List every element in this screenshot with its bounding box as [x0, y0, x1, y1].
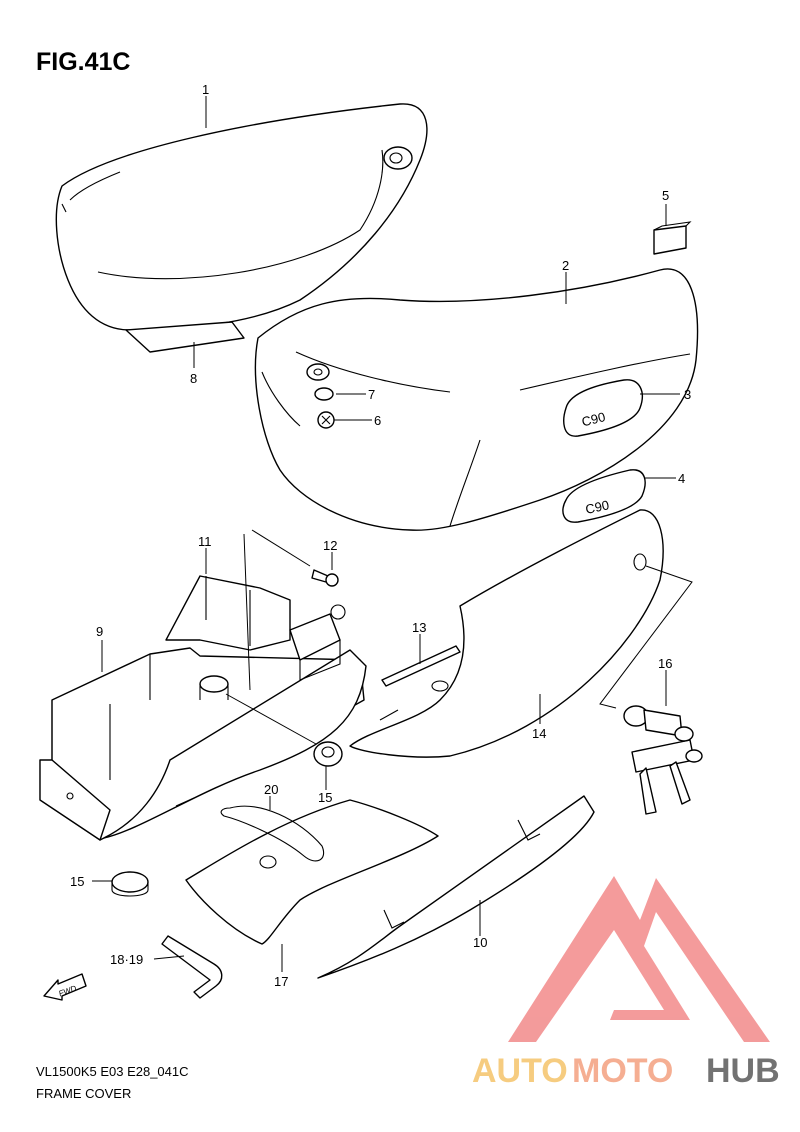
callout-15-lower: 15	[70, 874, 84, 889]
tray-pin	[199, 675, 229, 700]
emblem-lower-text: C90	[584, 497, 610, 517]
figure-title: FIG.41C	[36, 48, 131, 76]
callout-12: 12	[323, 538, 337, 553]
figure-name: FRAME COVER	[36, 1086, 132, 1101]
part-7-grommet	[306, 363, 330, 381]
callout-8: 8	[190, 371, 197, 386]
automotohub-watermark-logo: AUTO MOTO HUB	[472, 876, 780, 1090]
callout-4: 4	[678, 471, 685, 486]
callout-7: 7	[368, 387, 375, 402]
part-1-left-frame-cover	[55, 103, 428, 331]
callout-6: 6	[374, 413, 381, 428]
part-7-washer	[314, 387, 334, 401]
emblem-upper-text: C90	[580, 409, 607, 429]
callout-2: 2	[562, 258, 569, 273]
callout-9: 9	[96, 624, 103, 639]
part-14-lower-cover	[349, 509, 664, 758]
part-5-cushion-block	[653, 221, 692, 255]
part-16-lock-set	[623, 705, 703, 815]
part-6-screw	[317, 411, 335, 429]
part-12-bolt	[311, 569, 339, 587]
callout-16: 16	[658, 656, 672, 671]
part-15-grommet-upper	[313, 741, 343, 767]
part-10-side-rail	[317, 795, 595, 979]
part-11-bracket	[165, 575, 291, 651]
callout-20: 20	[264, 782, 278, 797]
callouts: 1 2 3 4 5 6 7 8 9 10 11 12 13 14 15 15 1…	[70, 82, 691, 989]
callout-10: 10	[473, 935, 487, 950]
watermark-auto: AUTO	[472, 1052, 568, 1090]
part-17-tool-bag	[185, 799, 439, 945]
part-4-emblem-lower: C90	[562, 469, 646, 523]
watermark-hub: HUB	[706, 1052, 780, 1090]
callout-3: 3	[684, 387, 691, 402]
part-13-strip	[381, 645, 461, 687]
callout-13: 13	[412, 620, 426, 635]
callout-15-upper: 15	[318, 790, 332, 805]
tray-rail	[103, 649, 367, 839]
part-3-emblem-upper: C90	[563, 379, 643, 437]
callout-17: 17	[274, 974, 288, 989]
callout-18-19: 18·19	[110, 952, 143, 967]
part-15-grommet-lower	[111, 871, 149, 897]
callout-5: 5	[662, 188, 669, 203]
model-code: VL1500K5 E03 E28_041C	[36, 1064, 189, 1079]
callout-11: 11	[198, 534, 212, 549]
part-2-right-frame-cover	[254, 268, 699, 531]
callout-14: 14	[532, 726, 546, 741]
watermark-moto: MOTO	[572, 1052, 673, 1090]
part-8-cushion-pad	[125, 321, 245, 353]
callout-1: 1	[202, 82, 209, 97]
assembly-reference-lines	[225, 529, 693, 745]
watermark-triangle-mark	[508, 876, 770, 1042]
forward-direction-arrow: FWD	[43, 973, 87, 1001]
part-20-strap	[220, 805, 324, 862]
leader-lines	[92, 96, 680, 972]
part-18-19-hex-wrench	[161, 935, 223, 999]
mount-clip	[289, 604, 346, 681]
